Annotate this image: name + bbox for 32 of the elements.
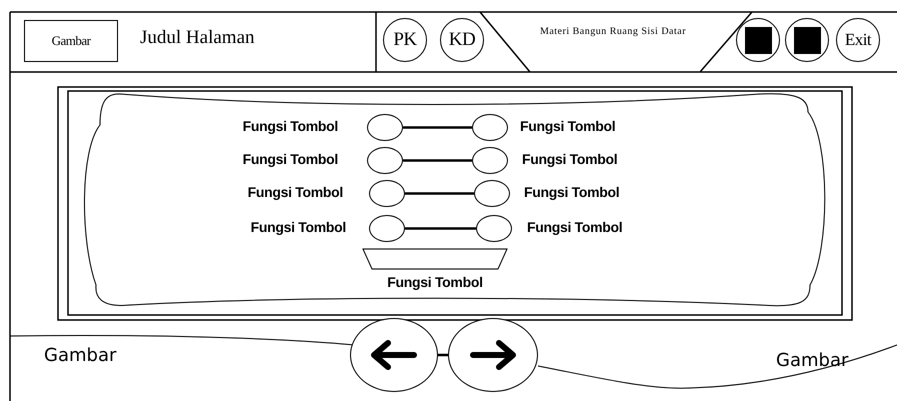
circle-button — [367, 147, 403, 174]
connector-line — [438, 354, 448, 356]
circle-button: Exit — [836, 18, 880, 62]
function-label: Fungsi Tombol — [242, 118, 338, 134]
image-frame: Gambar — [24, 20, 118, 62]
circle-button — [472, 114, 508, 141]
function-label: Fungsi Tombol — [524, 184, 620, 200]
circle-button — [785, 18, 829, 62]
subtitle: Materi Bangun Ruang Sisi Datar — [538, 25, 688, 39]
circle-button: KD — [440, 18, 484, 62]
button-label: Fungsi Tombol — [386, 274, 484, 290]
page-title: Judul Halaman — [140, 27, 255, 49]
circle-button: PK — [383, 18, 427, 62]
function-label: Fungsi Tombol — [527, 219, 622, 235]
circle-button — [367, 114, 403, 141]
connector-line — [405, 192, 474, 195]
function-label: Fungsi Tombol — [522, 151, 618, 167]
connector-line — [405, 227, 476, 230]
circle-button — [369, 215, 405, 242]
connector-line — [403, 159, 472, 162]
circle-button — [472, 147, 508, 174]
image-label: Gambar — [776, 350, 848, 371]
circle-button — [369, 180, 405, 207]
function-label: Fungsi Tombol — [242, 151, 338, 167]
function-label: Fungsi Tombol — [250, 219, 346, 235]
circle-button — [736, 18, 780, 62]
function-label: Fungsi Tombol — [520, 118, 616, 134]
function-label: Fungsi Tombol — [246, 184, 343, 200]
circle-button — [474, 180, 510, 207]
image-label: Gambar — [44, 345, 116, 366]
connector-line — [403, 126, 472, 129]
circle-button — [476, 215, 512, 242]
